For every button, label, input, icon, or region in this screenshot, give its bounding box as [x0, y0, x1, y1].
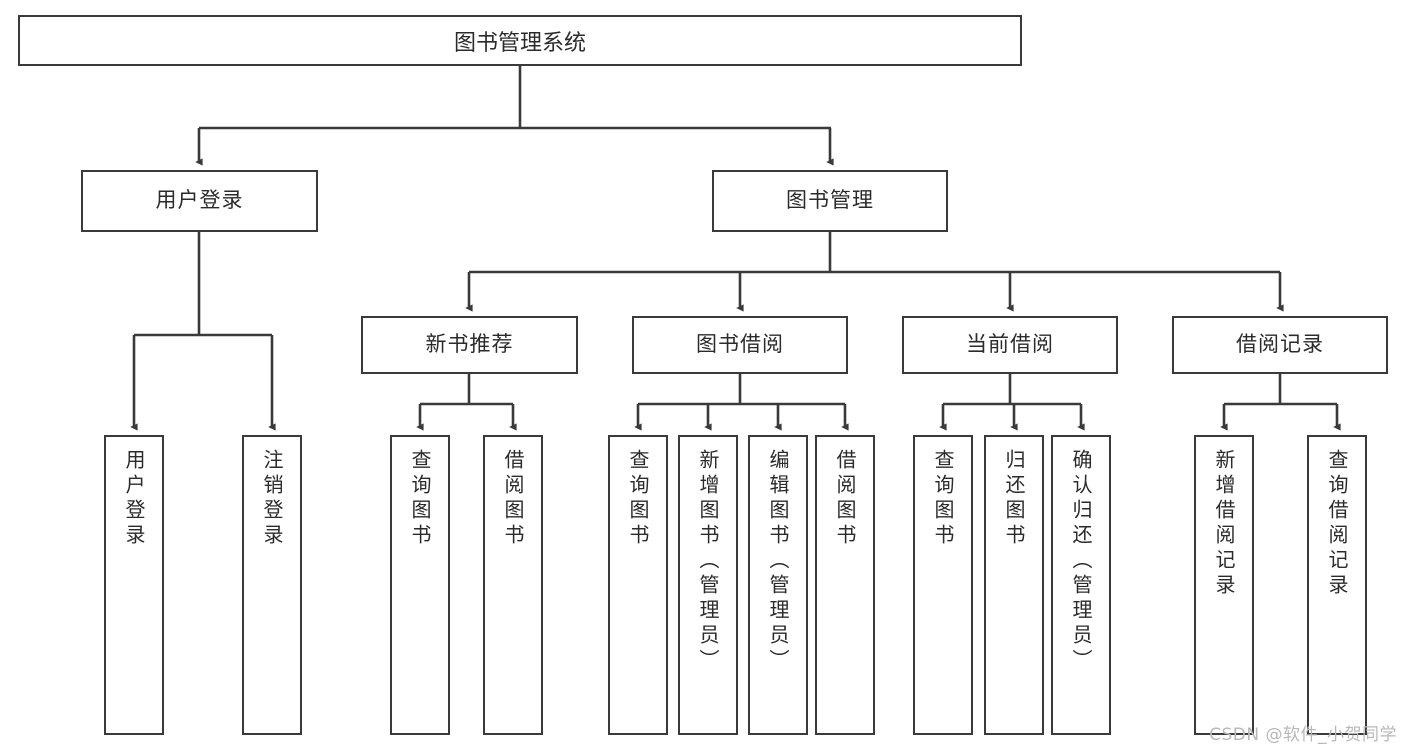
node-leaf-query-borrow-record[interactable]: 查询借阅记录 [1307, 435, 1367, 735]
watermark-text: CSDN @软件_小贺同学 [1209, 725, 1397, 745]
node-leaf-return-book[interactable]: 归还图书 [984, 435, 1044, 735]
node-user-login[interactable]: 用户登录 [81, 170, 318, 232]
node-label: 图书管理 [786, 188, 874, 213]
node-label: 用户登录 [122, 449, 146, 549]
node-label: 查询图书 [626, 449, 650, 549]
node-label: 查询借阅记录 [1325, 449, 1349, 599]
node-borrow-records[interactable]: 借阅记录 [1172, 316, 1388, 374]
node-book-borrow[interactable]: 图书借阅 [632, 316, 848, 374]
node-label: 图书管理系统 [453, 30, 586, 56]
node-leaf-edit-book-admin[interactable]: 编辑图书（管理员） [748, 435, 808, 735]
node-label: 确认归还（管理员） [1069, 449, 1093, 674]
node-leaf-borrow-book-2[interactable]: 借阅图书 [815, 435, 875, 735]
node-current-borrow[interactable]: 当前借阅 [902, 316, 1118, 374]
node-leaf-user-login[interactable]: 用户登录 [104, 435, 164, 735]
node-root-system[interactable]: 图书管理系统 [18, 15, 1022, 66]
node-leaf-confirm-return[interactable]: 确认归还（管理员） [1051, 435, 1111, 735]
node-label: 借阅记录 [1236, 332, 1324, 357]
node-label: 当前借阅 [966, 332, 1054, 357]
node-label: 新增图书（管理员） [696, 449, 720, 674]
node-label: 借阅图书 [501, 449, 525, 549]
node-label: 图书借阅 [696, 332, 784, 357]
node-label: 新书推荐 [425, 332, 514, 357]
node-label: 新增借阅记录 [1212, 449, 1236, 599]
node-label: 查询图书 [408, 449, 432, 549]
node-label: 查询图书 [931, 449, 955, 549]
node-label: 编辑图书（管理员） [766, 449, 790, 674]
node-leaf-borrow-book-1[interactable]: 借阅图书 [483, 435, 543, 735]
node-label: 用户登录 [155, 188, 244, 213]
node-leaf-query-book-2[interactable]: 查询图书 [608, 435, 668, 735]
node-leaf-add-book-admin[interactable]: 新增图书（管理员） [678, 435, 738, 735]
node-label: 归还图书 [1002, 449, 1026, 549]
node-leaf-add-borrow-record[interactable]: 新增借阅记录 [1194, 435, 1254, 735]
node-leaf-user-logout[interactable]: 注销登录 [242, 435, 302, 735]
node-leaf-query-book-1[interactable]: 查询图书 [390, 435, 450, 735]
node-leaf-query-book-3[interactable]: 查询图书 [913, 435, 973, 735]
node-new-book-recommend[interactable]: 新书推荐 [361, 316, 578, 374]
node-label: 注销登录 [260, 449, 284, 549]
node-label: 借阅图书 [833, 449, 857, 549]
node-book-management[interactable]: 图书管理 [712, 170, 948, 232]
